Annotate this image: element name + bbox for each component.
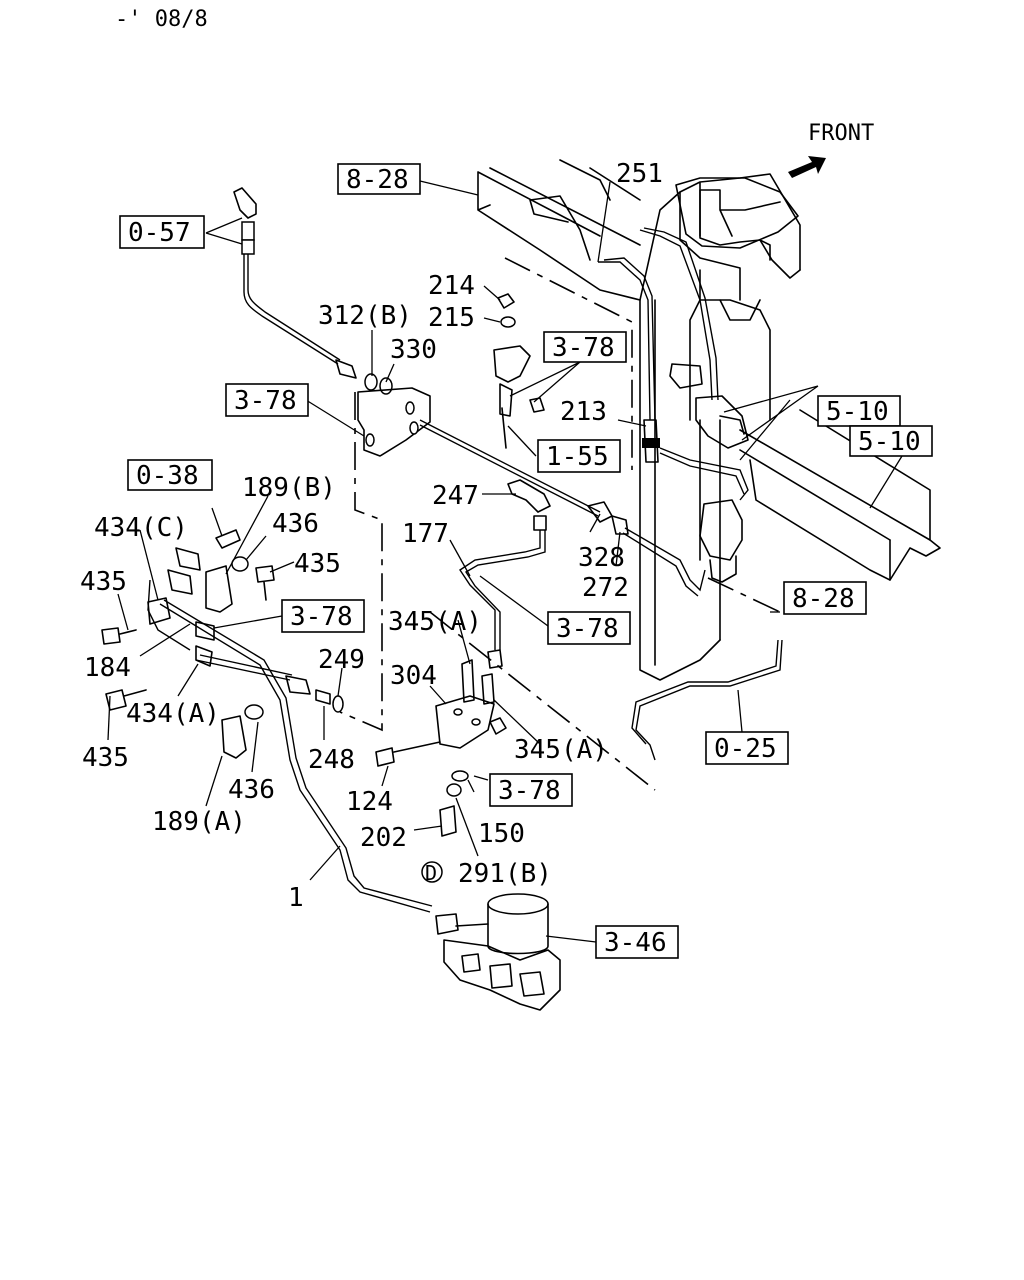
ref-3-78-bottom: 3-78 xyxy=(498,776,561,806)
callout-150: 150 xyxy=(478,819,525,849)
callout-184: 184 xyxy=(84,653,131,683)
label-d: D xyxy=(425,861,437,885)
front-direction: FRONT xyxy=(788,121,874,178)
callout-435-left: 435 xyxy=(80,567,127,597)
ref-3-78-left: 3-78 xyxy=(234,386,297,416)
callout-213: 213 xyxy=(560,397,607,427)
callout-304: 304 xyxy=(390,661,437,691)
callout-435-bottom: 435 xyxy=(82,743,129,773)
callout-247: 247 xyxy=(432,481,479,511)
callout-436-bottom: 436 xyxy=(228,775,275,805)
front-arrow-icon xyxy=(788,156,826,178)
frame-structure xyxy=(477,159,941,681)
callout-215: 215 xyxy=(428,303,475,333)
header-code: -' 08/8 xyxy=(115,7,208,32)
callout-251: 251 xyxy=(616,159,663,189)
callout-330: 330 xyxy=(390,335,437,365)
ref-5-10-b: 5-10 xyxy=(858,427,921,457)
callout-312b: 312(B) xyxy=(318,301,412,331)
callout-189b: 189(B) xyxy=(242,473,336,503)
ref-8-28-top: 8-28 xyxy=(346,165,409,195)
callout-272: 272 xyxy=(582,573,629,603)
components: D xyxy=(101,187,749,1011)
ref-3-78-top: 3-78 xyxy=(552,333,615,363)
callout-202: 202 xyxy=(360,823,407,853)
ref-1-55: 1-55 xyxy=(546,442,609,472)
air-dryer xyxy=(435,893,561,1011)
pipes xyxy=(147,227,783,913)
leader-lines xyxy=(107,180,903,943)
callout-434c: 434(C) xyxy=(94,513,188,543)
callout-328: 328 xyxy=(578,543,625,573)
callout-1: 1 xyxy=(288,883,304,913)
ref-3-46: 3-46 xyxy=(604,928,667,958)
ref-0-38: 0-38 xyxy=(136,461,199,491)
reference-boxes: 8-28 0-57 3-78 3-78 5-10 5-10 1-55 0-38 … xyxy=(119,163,933,959)
ref-3-78-mid: 3-78 xyxy=(290,602,353,632)
callout-249: 249 xyxy=(318,645,365,675)
part-callouts: 251 214 215 312(B) 330 213 189(B) 434(C)… xyxy=(80,159,663,913)
ref-0-25: 0-25 xyxy=(714,734,777,764)
callout-248: 248 xyxy=(308,745,355,775)
callout-177: 177 xyxy=(402,519,449,549)
ref-0-57: 0-57 xyxy=(128,218,191,248)
boundary-lines xyxy=(339,257,781,791)
callout-124: 124 xyxy=(346,787,393,817)
callout-214: 214 xyxy=(428,271,475,301)
front-label: FRONT xyxy=(808,121,874,146)
callout-345a-top: 345(A) xyxy=(388,607,482,637)
ref-5-10-a: 5-10 xyxy=(826,397,889,427)
ref-3-78-right: 3-78 xyxy=(556,614,619,644)
callout-435-right: 435 xyxy=(294,549,341,579)
callout-434a: 434(A) xyxy=(126,699,220,729)
ref-8-28-bottom: 8-28 xyxy=(792,584,855,614)
callout-189a: 189(A) xyxy=(152,807,246,837)
callout-345a-bottom: 345(A) xyxy=(514,735,608,765)
callout-291b: 291(B) xyxy=(458,859,552,889)
callout-436-top: 436 xyxy=(272,509,319,539)
